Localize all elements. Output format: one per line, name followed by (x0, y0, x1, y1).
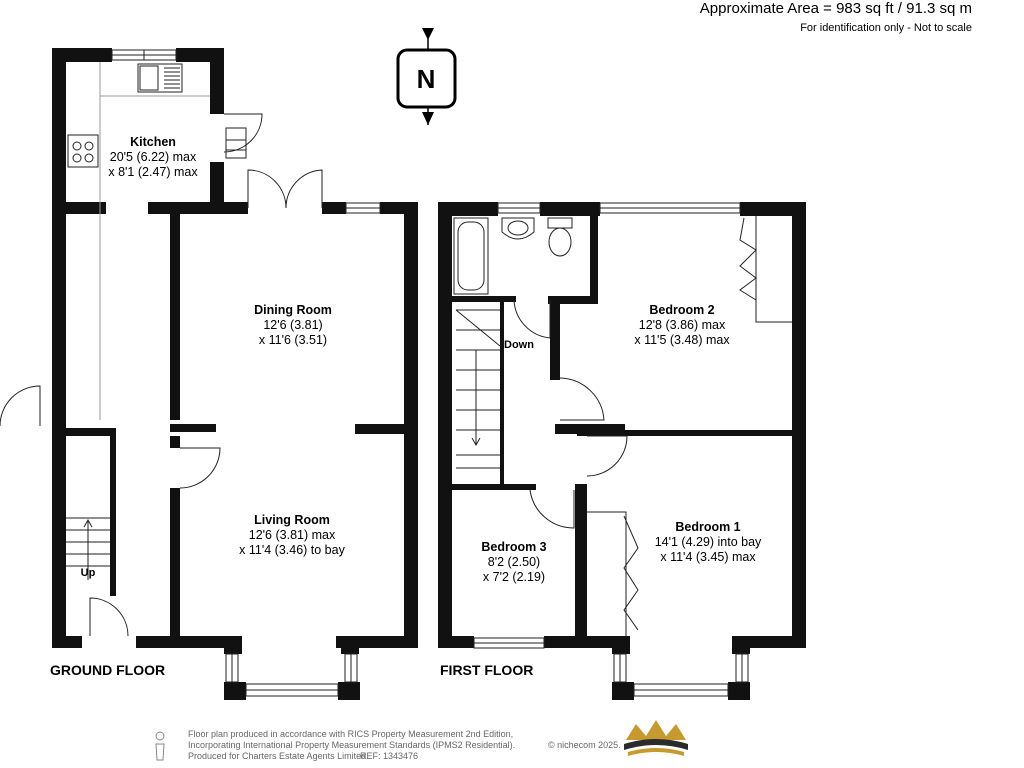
room-dining: Dining Room 12'6 (3.81) x 11'6 (3.51) (254, 303, 332, 347)
room-name: Bedroom 3 (481, 540, 546, 554)
room-living: Living Room 12'6 (3.81) max x 11'4 (3.46… (239, 513, 345, 557)
footer-ref: REF: 1343476 (360, 751, 418, 761)
footer-line2: Incorporating International Property Mea… (188, 740, 515, 750)
stairs-up-label: Up (81, 567, 96, 579)
ground-floor-fittings (0, 49, 381, 697)
room-dimension: 8'2 (2.50) (488, 555, 540, 569)
room-dimension: 12'6 (3.81) (263, 318, 322, 332)
room-dimension: x 11'4 (3.45) max (660, 550, 756, 564)
north-compass-icon: N (396, 28, 457, 125)
crown-logo-icon (624, 720, 688, 756)
compass-letter: N (417, 64, 436, 94)
room-bedroom3: Bedroom 3 8'2 (2.50) x 7'2 (2.19) (481, 540, 546, 584)
room-bedroom2: Bedroom 2 12'8 (3.86) max x 11'5 (3.48) … (634, 303, 730, 347)
room-dimension: x 7'2 (2.19) (483, 570, 545, 584)
ground-floor-walls (52, 48, 418, 700)
room-name: Bedroom 1 (675, 520, 740, 534)
room-dimension: 14'1 (4.29) into bay (655, 535, 762, 549)
first-floor-fittings (453, 202, 792, 697)
first-floor-walls (438, 202, 806, 700)
footer: Floor plan produced in accordance with R… (155, 720, 688, 761)
room-dimension: x 8'1 (2.47) max (108, 165, 198, 179)
room-dimension: 12'6 (3.81) max (249, 528, 336, 542)
ground-floor-label: GROUND FLOOR (50, 662, 165, 678)
scale-note: For identification only - Not to scale (800, 22, 972, 34)
room-dimension: x 11'5 (3.48) max (634, 333, 730, 347)
room-name: Bedroom 2 (649, 303, 714, 317)
person-icon (155, 731, 165, 761)
footer-copyright: © nichecom 2025. (548, 740, 621, 750)
room-dimension: x 11'6 (3.51) (259, 333, 327, 347)
footer-line3: Produced for Charters Estate Agents Limi… (188, 751, 369, 761)
room-bedroom1: Bedroom 1 14'1 (4.29) into bay x 11'4 (3… (655, 520, 762, 564)
room-name: Living Room (254, 513, 330, 527)
stairs-down-label: Down (504, 339, 534, 351)
room-kitchen: Kitchen 20'5 (6.22) max x 8'1 (2.47) max (108, 135, 198, 179)
room-dimension: 20'5 (6.22) max (110, 150, 197, 164)
room-dimension: 12'8 (3.86) max (639, 318, 726, 332)
first-floor-label: FIRST FLOOR (440, 662, 533, 678)
approximate-area: Approximate Area = 983 sq ft / 91.3 sq m (699, 0, 972, 17)
room-name: Dining Room (254, 303, 332, 317)
room-name: Kitchen (130, 135, 176, 149)
room-dimension: x 11'4 (3.46) to bay (239, 543, 345, 557)
footer-line1: Floor plan produced in accordance with R… (188, 729, 513, 739)
